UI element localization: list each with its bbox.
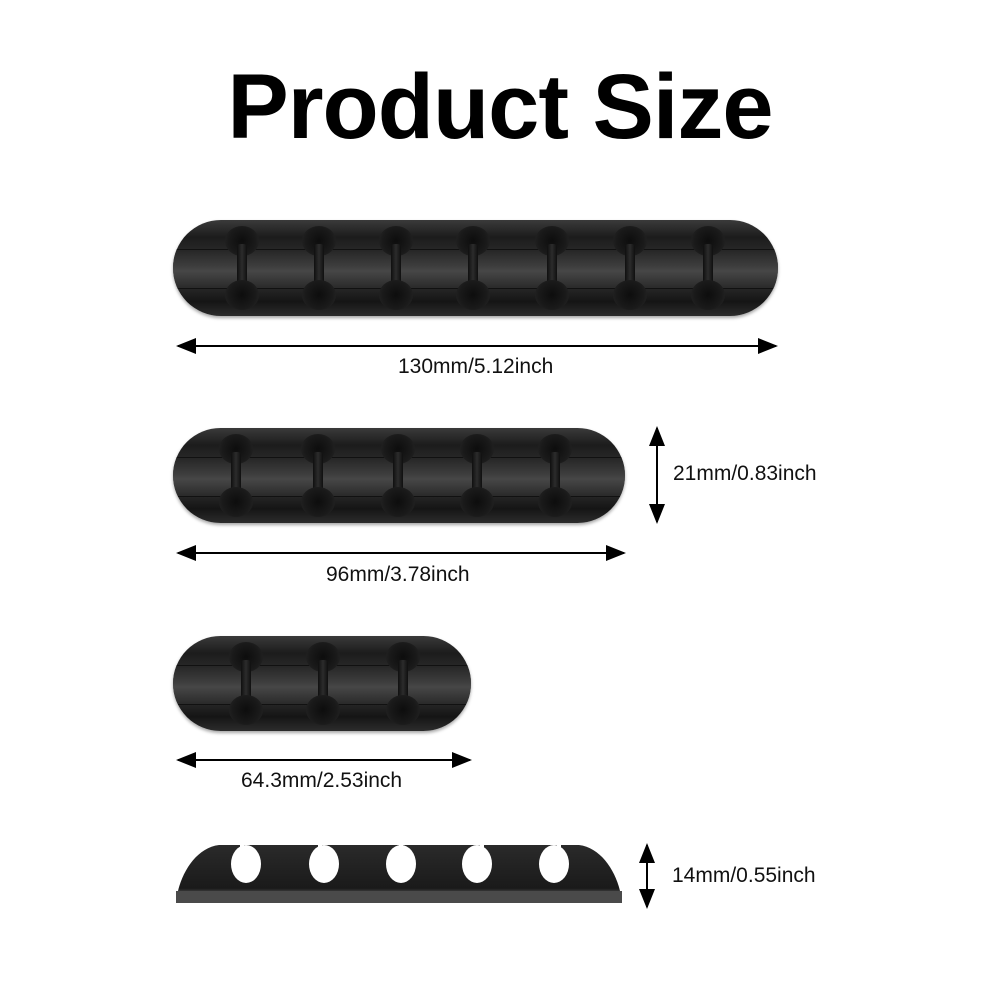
height-label-side: 14mm/0.55inch [672, 864, 816, 887]
length-label-3-slot: 64.3mm/2.53inch [241, 769, 403, 792]
length-arrow-5-slot [176, 545, 626, 561]
length-arrow-7-slot [176, 338, 778, 354]
product-5-slot-clip [173, 428, 625, 523]
width-label-5-slot: 21mm/0.83inch [673, 462, 817, 485]
length-label-5-slot: 96mm/3.78inch [326, 563, 470, 586]
width-arrow-5-slot [649, 426, 665, 524]
length-arrow-3-slot [176, 752, 472, 768]
product-7-slot-clip [173, 220, 778, 316]
product-3-slot-clip [173, 636, 471, 731]
product-side-view [174, 843, 624, 906]
page-title: Product Size [227, 56, 773, 158]
length-label-7-slot: 130mm/5.12inch [398, 355, 554, 378]
height-arrow-side [639, 843, 655, 909]
